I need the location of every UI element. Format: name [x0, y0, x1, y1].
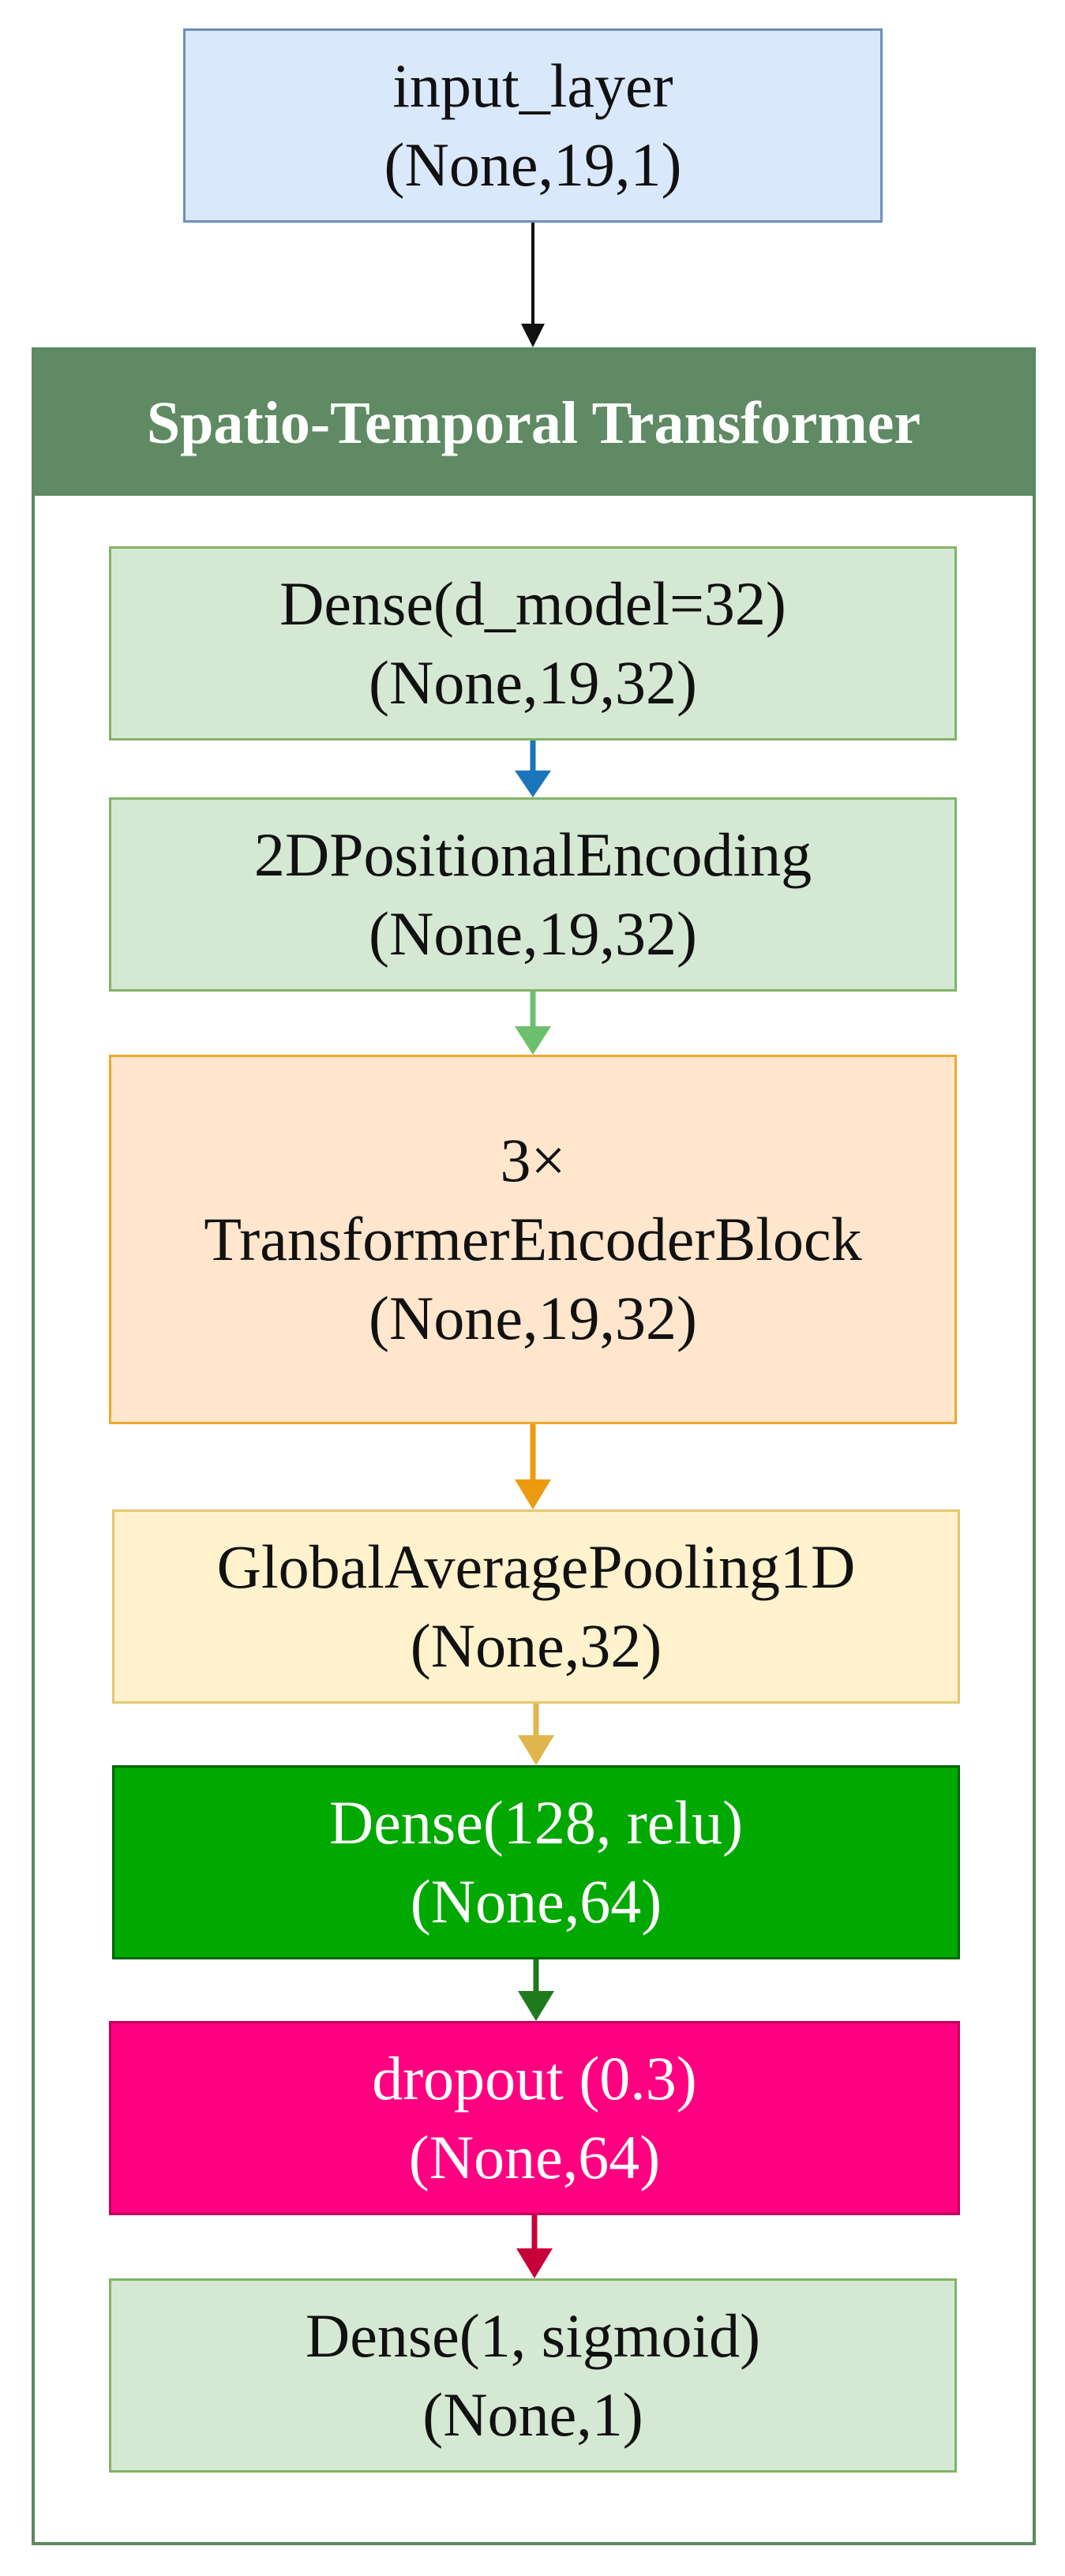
dropout-node: dropout (0.3) (None,64)	[109, 2021, 960, 2215]
arrow-transformer-to-pooling	[515, 1424, 551, 1509]
dense-d-model-name: Dense(d_model=32)	[279, 569, 786, 639]
transformer-encoder-name: TransformerEncoderBlock	[204, 1205, 862, 1274]
transformer-encoder-repeat: 3×	[500, 1126, 566, 1195]
arrow-pooling-to-dense-relu	[518, 1704, 554, 1765]
container-title: Spatio-Temporal Transformer	[35, 351, 1033, 496]
positional-encoding-node: 2DPositionalEncoding (None,19,32)	[109, 797, 957, 992]
global-average-pooling-shape: (None,32)	[410, 1611, 662, 1680]
input-layer-name: input_layer	[392, 51, 673, 121]
arrow-dense-to-positional	[515, 741, 551, 797]
dense-relu-node: Dense(128, relu) (None,64)	[112, 1765, 960, 1959]
dropout-name: dropout (0.3)	[372, 2044, 697, 2113]
spatio-temporal-transformer-container: Spatio-Temporal Transformer	[32, 347, 1036, 2545]
dense-relu-shape: (None,64)	[410, 1867, 662, 1936]
dense-sigmoid-name: Dense(1, sigmoid)	[305, 2301, 761, 2371]
transformer-encoder-shape: (None,19,32)	[369, 1283, 697, 1352]
input-layer-node: input_layer (None,19,1)	[183, 28, 883, 223]
dropout-shape: (None,64)	[408, 2123, 661, 2192]
arrow-dropout-to-dense-sigmoid	[516, 2215, 553, 2278]
dense-d-model-node: Dense(d_model=32) (None,19,32)	[109, 546, 957, 741]
dense-sigmoid-node: Dense(1, sigmoid) (None,1)	[109, 2278, 957, 2473]
dense-relu-name: Dense(128, relu)	[328, 1788, 744, 1858]
input-layer-shape: (None,19,1)	[384, 130, 682, 199]
arrow-dense-relu-to-dropout	[518, 1959, 554, 2021]
transformer-encoder-node: 3× TransformerEncoderBlock (None,19,32)	[109, 1055, 957, 1424]
dense-sigmoid-shape: (None,1)	[422, 2380, 643, 2449]
dense-d-model-shape: (None,19,32)	[369, 648, 697, 717]
positional-encoding-name: 2DPositionalEncoding	[253, 820, 812, 890]
arrow-input-to-container	[521, 223, 545, 347]
arrow-positional-to-transformer	[515, 992, 551, 1055]
global-average-pooling-node: GlobalAveragePooling1D (None,32)	[112, 1509, 960, 1704]
positional-encoding-shape: (None,19,32)	[369, 899, 697, 968]
global-average-pooling-name: GlobalAveragePooling1D	[216, 1532, 856, 1602]
